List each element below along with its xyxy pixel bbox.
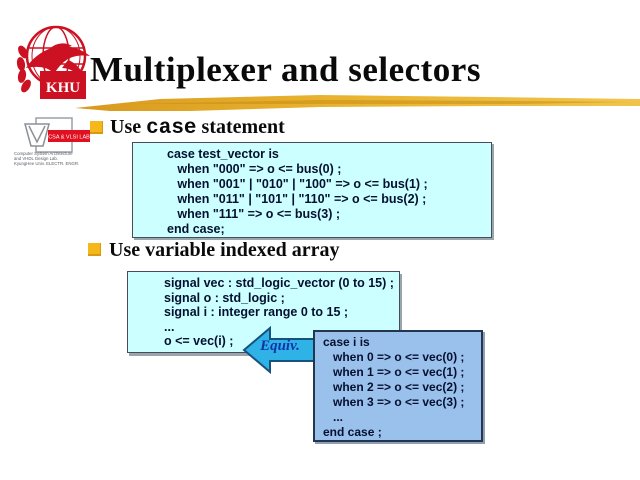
lab-badge (48, 130, 90, 142)
lab-badge-text: CSA & VLSI LAB (48, 135, 90, 141)
heading-keyword: case (146, 117, 197, 140)
lab-logo: CSA & VLSI LAB (24, 117, 90, 153)
khu-badge (40, 71, 86, 99)
heading-case-statement: Use case statement (110, 114, 285, 142)
code-box-equiv-case: case i is when 0 => o <= vec(0) ; when 1… (313, 330, 483, 442)
square-bullet-icon (90, 121, 103, 134)
title-underline (75, 95, 640, 111)
square-bullet-icon (88, 243, 101, 256)
heading-suffix: statement (196, 116, 285, 138)
heading-indexed-array: Use variable indexed array (109, 239, 340, 261)
equiv-label: Equiv. (260, 338, 300, 354)
phoenix-icon (26, 43, 90, 80)
code-box-case-statement: case test_vector is when "000" => o <= b… (132, 142, 492, 238)
laurel-icon (16, 45, 31, 93)
khu-logo: KHU (16, 25, 90, 99)
khu-badge-text: KHU (46, 80, 80, 96)
heading-prefix: Use (110, 116, 147, 138)
page-title: Multiplexer and selectors (90, 50, 481, 89)
